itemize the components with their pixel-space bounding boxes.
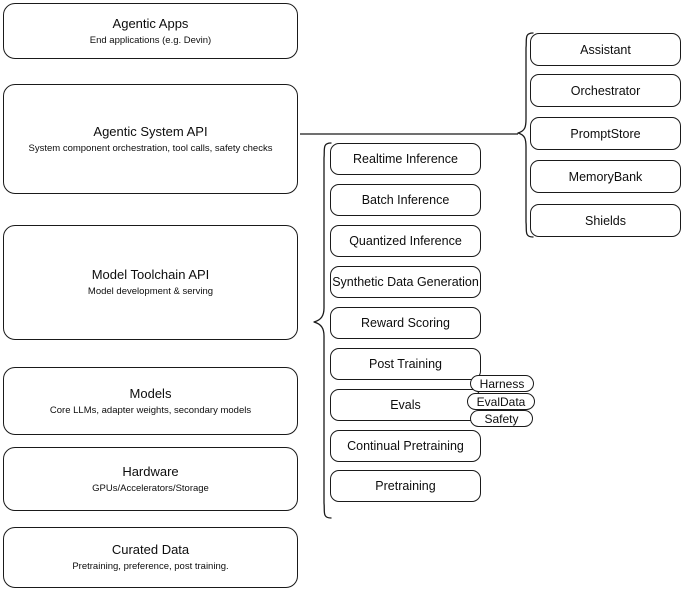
toolchain-component-continual-pretraining[interactable]: Continual Pretraining [330, 430, 481, 462]
evals-subcomponent-label: Safety [484, 411, 519, 426]
stack-layer-title: Curated Data [111, 542, 190, 557]
evals-subcomponent-evaldata[interactable]: EvalData [467, 393, 535, 410]
stack-layer-title: Models [129, 385, 172, 401]
toolchain-component-label: Realtime Inference [353, 152, 458, 166]
toolchain-component-label: Quantized Inference [349, 234, 462, 248]
system-component-label: Assistant [580, 42, 631, 57]
toolchain-component-label: Continual Pretraining [347, 439, 464, 453]
stack-layer-subtitle: End applications (e.g. Devin) [89, 34, 212, 46]
toolchain-component-batch-inference[interactable]: Batch Inference [330, 184, 481, 216]
stack-layer-models[interactable]: Models Core LLMs, adapter weights, secon… [3, 367, 298, 435]
system-component-assistant[interactable]: Assistant [530, 33, 681, 66]
evals-subcomponent-label: Harness [479, 376, 525, 391]
stack-layer-curated-data[interactable]: Curated Data Pretraining, preference, po… [3, 527, 298, 588]
toolchain-component-evals[interactable]: Evals [330, 389, 481, 421]
stack-layer-model-toolchain-api[interactable]: Model Toolchain API Model development & … [3, 225, 298, 340]
stack-layer-subtitle: System component orchestration, tool cal… [28, 142, 273, 154]
system-component-label: MemoryBank [568, 169, 643, 184]
system-component-label: Orchestrator [570, 83, 641, 98]
toolchain-component-label: Batch Inference [361, 193, 450, 207]
toolchain-component-synthetic-data-generation[interactable]: Synthetic Data Generation [330, 266, 481, 298]
system-component-label: PromptStore [570, 126, 641, 141]
toolchain-component-quantized-inference[interactable]: Quantized Inference [330, 225, 481, 257]
stack-layer-subtitle: Model development & serving [87, 286, 214, 297]
stack-layer-title: Agentic Apps [112, 15, 189, 31]
stack-layer-agentic-system-api[interactable]: Agentic System API System component orch… [3, 84, 298, 194]
system-component-orchestrator[interactable]: Orchestrator [530, 74, 681, 107]
evals-subcomponent-label: EvalData [476, 394, 526, 409]
evals-subcomponent-safety[interactable]: Safety [470, 410, 533, 427]
stack-layer-subtitle: Core LLMs, adapter weights, secondary mo… [49, 404, 252, 416]
toolchain-component-realtime-inference[interactable]: Realtime Inference [330, 143, 481, 175]
stack-layer-agentic-apps[interactable]: Agentic Apps End applications (e.g. Devi… [3, 3, 298, 59]
toolchain-component-label: Post Training [369, 357, 442, 371]
toolchain-component-label: Evals [390, 398, 421, 412]
system-component-memorybank[interactable]: MemoryBank [530, 160, 681, 193]
toolchain-component-label: Pretraining [375, 479, 436, 493]
stack-layer-subtitle: GPUs/Accelerators/Storage [92, 482, 209, 494]
toolchain-component-reward-scoring[interactable]: Reward Scoring [330, 307, 481, 339]
stack-layer-subtitle: Pretraining, preference, post training. [72, 561, 229, 572]
toolchain-component-label: Reward Scoring [361, 316, 450, 330]
stack-layer-title: Model Toolchain API [91, 267, 210, 282]
evals-subcomponent-harness[interactable]: Harness [470, 375, 534, 392]
stack-layer-hardware[interactable]: Hardware GPUs/Accelerators/Storage [3, 447, 298, 511]
brace-toolchain [313, 142, 332, 519]
toolchain-component-post-training[interactable]: Post Training [330, 348, 481, 380]
toolchain-component-label: Synthetic Data Generation [332, 275, 479, 289]
system-component-shields[interactable]: Shields [530, 204, 681, 237]
system-component-promptstore[interactable]: PromptStore [530, 117, 681, 150]
system-component-label: Shields [585, 213, 626, 228]
stack-layer-title: Hardware [122, 463, 179, 479]
toolchain-component-pretraining[interactable]: Pretraining [330, 470, 481, 502]
stack-layer-title: Agentic System API [93, 123, 208, 139]
